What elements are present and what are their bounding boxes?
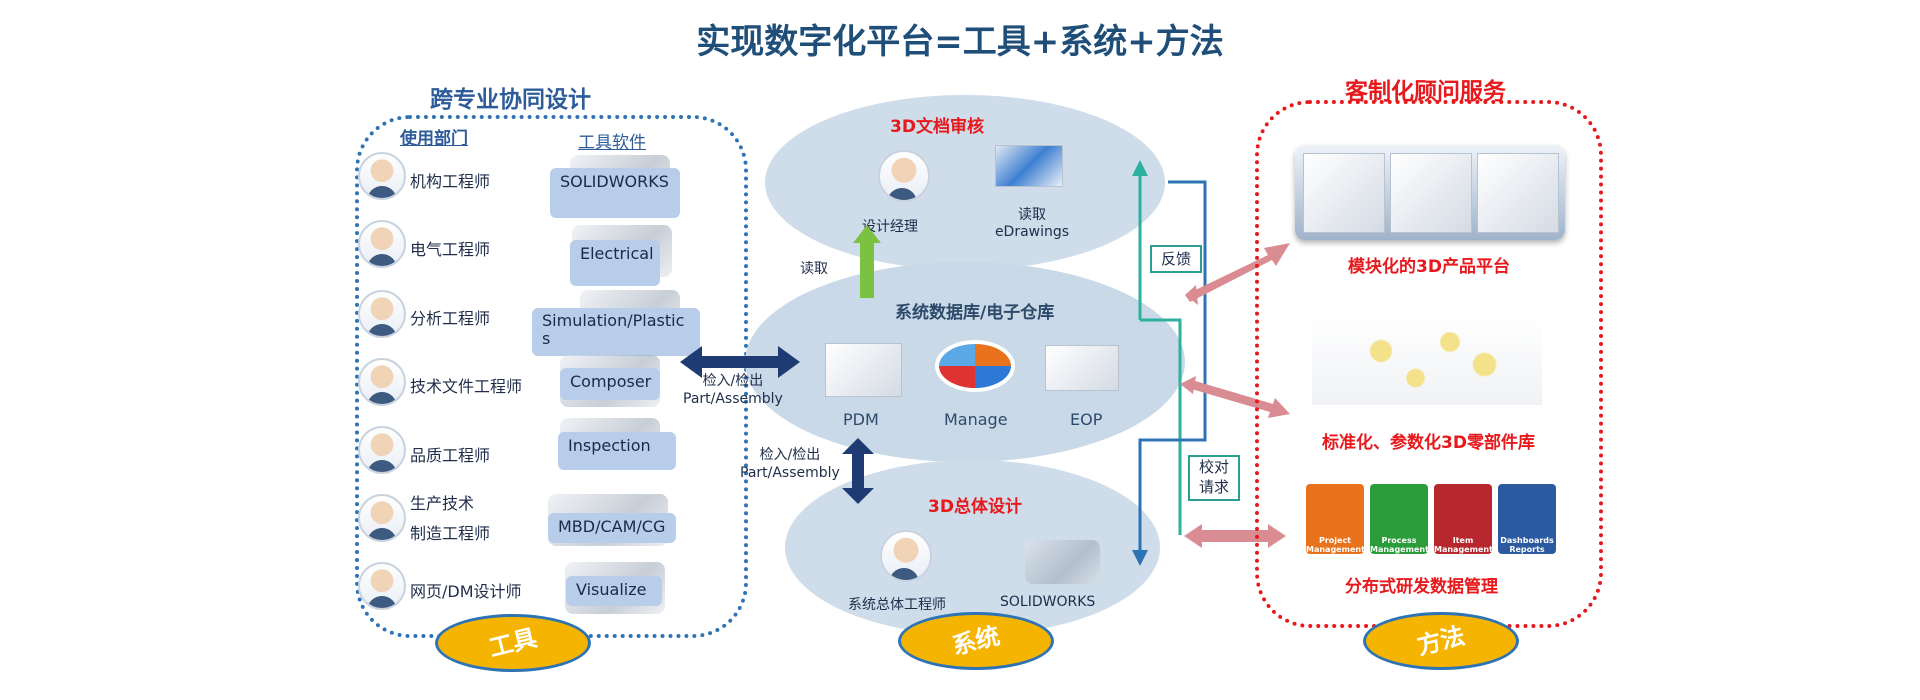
- tools-section-title: 跨专业协同设计: [430, 87, 591, 113]
- page-title: 实现数字化平台=工具+系统+方法: [696, 22, 1224, 62]
- role-label: 机构工程师: [410, 172, 491, 191]
- bottom-solidworks-label: SOLIDWORKS: [1000, 594, 1096, 610]
- manufacturing-engineer-avatar: [358, 494, 406, 542]
- pdm-label: PDM: [843, 410, 879, 429]
- document-review-title: 3D文档审核: [890, 117, 984, 137]
- overall-design-title: 3D总体设计: [928, 497, 1022, 517]
- eop-icon: [1045, 345, 1119, 391]
- feedback-label: 反馈: [1150, 245, 1202, 273]
- method-arrow-3: [1184, 524, 1286, 548]
- design-manager-avatar: [878, 150, 930, 202]
- method-arrow-1: [1185, 243, 1290, 305]
- tool-label: Composer: [560, 368, 660, 400]
- checkin-horizontal-arrow: [680, 346, 800, 378]
- item-management-module: Item Management: [1434, 484, 1493, 554]
- role-label: 电气工程师: [410, 240, 491, 259]
- department-column-header: 使用部门: [400, 129, 468, 149]
- review-request-line: [1138, 180, 1207, 556]
- role-label: 品质工程师: [410, 446, 491, 465]
- read-arrow-label: 读取: [800, 261, 828, 277]
- software-column-header: 工具软件: [578, 133, 646, 153]
- role-label-line2: 制造工程师: [410, 524, 491, 543]
- eop-label: EOP: [1070, 410, 1103, 429]
- document-review-ellipse: [765, 95, 1165, 270]
- tool-label: Visualize: [566, 576, 662, 606]
- checkin-vertical-arrow: [842, 438, 874, 504]
- tool-label: Inspection: [558, 432, 676, 470]
- methods-badge: 方法: [1363, 612, 1519, 670]
- edrawings-screenshot: [995, 145, 1063, 187]
- component-library-image: [1312, 315, 1542, 405]
- system-engineer-avatar: [880, 530, 932, 582]
- method-arrow-2: [1180, 376, 1290, 418]
- pdm-icon: [825, 343, 902, 397]
- system-badge: 系统: [898, 612, 1054, 670]
- component-library-label: 标准化、参数化3D零部件库: [1322, 433, 1535, 453]
- documentation-engineer-avatar: [358, 358, 406, 406]
- web-designer-avatar: [358, 562, 406, 610]
- manage-icon: [935, 340, 1015, 392]
- quality-engineer-avatar: [358, 426, 406, 474]
- read-arrow-head: [853, 225, 881, 243]
- review-request-label: 校对请求: [1188, 455, 1240, 501]
- product-platform-image: [1295, 145, 1565, 240]
- role-label: 分析工程师: [410, 309, 491, 328]
- solidworks-assembly-image: [1025, 540, 1100, 584]
- analysis-engineer-avatar: [358, 290, 406, 338]
- project-management-module: Project Management: [1306, 484, 1365, 554]
- role-label: 网页/DM设计师: [410, 582, 522, 601]
- data-management-label: 分布式研发数据管理: [1345, 577, 1498, 597]
- tool-label: Electrical: [570, 240, 660, 286]
- database-title: 系统数据库/电子仓库: [895, 303, 1055, 323]
- manage-label: Manage: [944, 410, 1008, 429]
- system-engineer-label: 系统总体工程师: [848, 597, 946, 613]
- role-label: 生产技术: [410, 494, 475, 513]
- process-management-module: Process Management: [1370, 484, 1429, 554]
- electrical-engineer-avatar: [358, 220, 406, 268]
- tool-label: SOLIDWORKS: [550, 168, 680, 218]
- role-label: 技术文件工程师: [410, 377, 523, 396]
- dashboards-reports-module: Dashboards Reports: [1498, 484, 1556, 554]
- read-arrow-shaft: [860, 243, 874, 298]
- product-platform-label: 模块化的3D产品平台: [1348, 257, 1510, 277]
- mechanical-engineer-avatar: [358, 152, 406, 200]
- tool-label: MBD/CAM/CG: [548, 513, 676, 543]
- tools-badge: 工具: [435, 614, 591, 672]
